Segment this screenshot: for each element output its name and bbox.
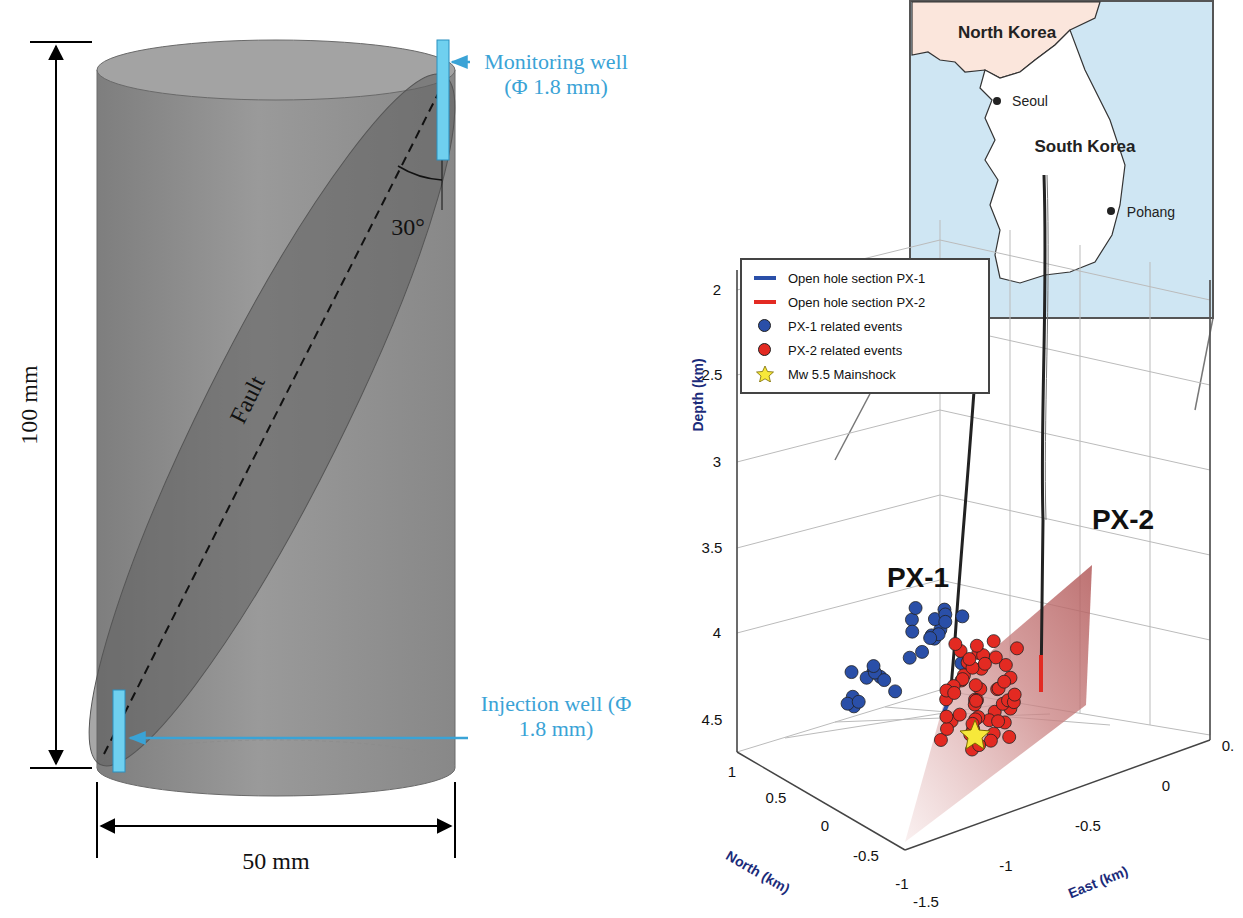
legend-line [754, 276, 776, 280]
event-dot [845, 666, 858, 679]
label: 100 mm [16, 365, 44, 444]
label: 3 [713, 453, 721, 470]
legend-text: Open hole section PX-1 [788, 271, 925, 286]
label: Pohang [1127, 204, 1175, 220]
injection-well [113, 690, 125, 772]
event-dot [978, 657, 991, 670]
event-dot [906, 625, 919, 638]
label: 3.5 [702, 539, 723, 556]
label: 0. [1222, 737, 1235, 754]
event-dot [956, 610, 969, 623]
label: South Korea [1034, 137, 1135, 157]
event-dot [963, 652, 976, 665]
monitoring-well [437, 40, 449, 160]
event-dot [953, 708, 966, 721]
legend-box: Open hole section PX-1Open hole section … [740, 258, 990, 394]
label: -0.5 [1075, 817, 1101, 834]
event-dot [852, 695, 865, 708]
label: Injection well (Φ 1.8 mm) [476, 691, 636, 742]
label: 0.5 [766, 789, 787, 806]
south-korea [980, 30, 1125, 283]
label: 1 [728, 763, 736, 780]
event-dot [969, 679, 982, 692]
event-dot [992, 715, 1005, 728]
legend-sample [752, 318, 778, 334]
label: East (km) [1066, 863, 1130, 902]
event-dot [889, 685, 902, 698]
event-dot [867, 660, 880, 673]
legend-row: PX-1 related events [752, 314, 978, 338]
label: 0 [1162, 777, 1170, 794]
event-dot [916, 645, 929, 658]
event-dot [998, 675, 1011, 688]
event-dot [987, 635, 1000, 648]
legend-row: PX-2 related events [752, 338, 978, 362]
label: -1 [999, 857, 1012, 874]
label: 2.5 [702, 366, 723, 383]
wells [944, 175, 1048, 712]
event-dot [905, 613, 918, 626]
dimension-lines [30, 42, 455, 858]
legend-text: Open hole section PX-2 [788, 295, 925, 310]
legend-sample [752, 270, 778, 286]
label: PX-1 [887, 562, 949, 594]
event-dot [1010, 642, 1023, 655]
event-dot [903, 651, 916, 664]
legend-row: Mw 5.5 Mainshock [752, 362, 978, 386]
label: PX-2 [1092, 504, 1154, 536]
event-dot [984, 734, 997, 747]
legend-text: PX-1 related events [788, 319, 902, 334]
event-dot [970, 694, 983, 707]
legend-text: PX-2 related events [788, 343, 902, 358]
label: Fault [225, 372, 272, 428]
legend-swatch [758, 343, 771, 356]
angle-arc [398, 166, 442, 180]
fault-plane [38, 44, 507, 796]
event-dot [939, 615, 952, 628]
legend-row: Open hole section PX-1 [752, 266, 978, 290]
rock-cylinder [38, 40, 507, 796]
legend-sample [752, 366, 778, 382]
legend-row: Open hole section PX-2 [752, 290, 978, 314]
label: 2 [713, 281, 721, 298]
label: North Korea [958, 23, 1056, 43]
event-dot [949, 637, 962, 650]
legend-sample [752, 294, 778, 310]
label: North (km) [723, 847, 792, 896]
legend-text: Mw 5.5 Mainshock [788, 367, 896, 382]
fault-plane-3d [905, 565, 1092, 842]
event-dot [948, 686, 961, 699]
label: Seoul [1012, 93, 1048, 109]
event-dot [878, 674, 891, 687]
plot-axes [737, 220, 1210, 850]
label: -1 [895, 875, 908, 892]
event-dot [1003, 730, 1016, 743]
label: 0 [821, 817, 829, 834]
event-dot [970, 694, 983, 707]
event-dot [1008, 688, 1021, 701]
mainshock-star [960, 720, 990, 749]
legend-line [754, 300, 776, 304]
seismic-events [841, 602, 1023, 757]
event-dot [909, 602, 922, 615]
event-dot [940, 710, 953, 723]
legend-star [752, 366, 778, 382]
event-dot [924, 632, 937, 645]
label: 30° [391, 214, 425, 242]
label: -0.5 [853, 847, 879, 864]
event-dot [940, 722, 953, 735]
event-dot [970, 639, 983, 652]
fault-trace [104, 86, 442, 754]
legend-swatch [758, 319, 771, 332]
legend-sample [752, 342, 778, 358]
label: 4 [713, 624, 721, 641]
label: -1.5 [913, 893, 939, 910]
label: 50 mm [242, 848, 309, 876]
label: Monitoring well (Φ 1.8 mm) [476, 49, 636, 100]
label: 4.5 [702, 711, 723, 728]
